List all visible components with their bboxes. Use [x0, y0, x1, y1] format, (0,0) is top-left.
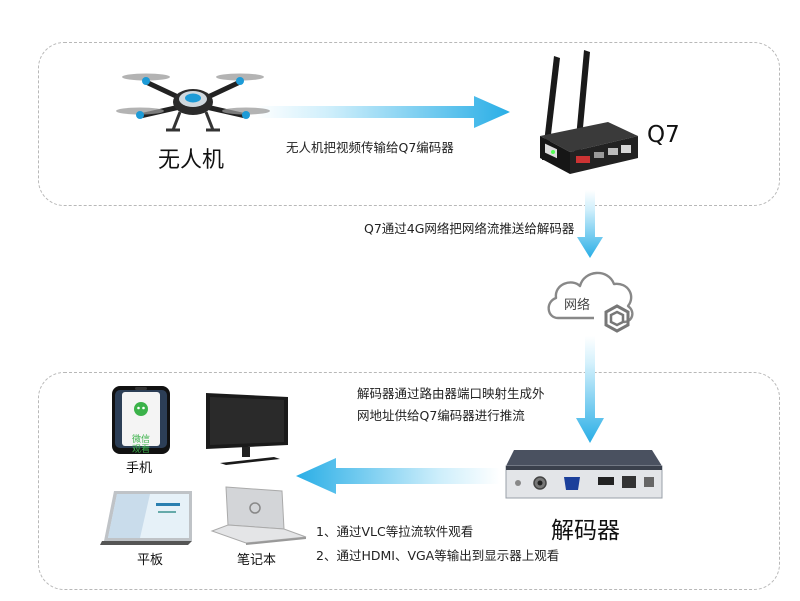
decoder-mapping-line2: 网地址供给Q7编码器进行推流: [357, 405, 525, 424]
phone-label: 手机: [126, 457, 152, 476]
decoder-mapping-line1: 解码器通过路由器端口映射生成外: [357, 383, 545, 402]
q7-label: Q7: [647, 122, 680, 148]
viewing-method-2: 2、通过HDMI、VGA等输出到显示器上观看: [316, 545, 559, 564]
arrow-cloud-to-decoder: [576, 336, 604, 443]
laptop-icon: [212, 485, 308, 547]
decoder-label: 解码器: [551, 511, 620, 545]
monitor-icon: [202, 391, 292, 467]
tablet-label: 平板: [137, 549, 163, 568]
viewing-method-1: 1、通过VLC等拉流软件观看: [316, 521, 473, 540]
network-cloud-icon: [544, 262, 640, 340]
drone-label: 无人机: [158, 142, 224, 174]
arrow-q7-to-cloud: [577, 190, 603, 258]
drone-to-q7-caption: 无人机把视频传输给Q7编码器: [286, 137, 454, 156]
decoder-device-icon: [500, 446, 668, 502]
phone-app-line2: 观看: [132, 442, 150, 455]
arrow-decoder-to-devices: [296, 458, 500, 494]
laptop-label: 笔记本: [237, 549, 276, 568]
q7-to-decoder-caption: Q7通过4G网络把网络流推送给解码器: [364, 218, 574, 237]
tablet-icon: [100, 489, 196, 547]
drone-icon: [118, 64, 268, 146]
q7-device-icon: [520, 48, 645, 178]
network-label: 网络: [564, 294, 590, 313]
arrow-drone-to-q7: [255, 96, 510, 128]
